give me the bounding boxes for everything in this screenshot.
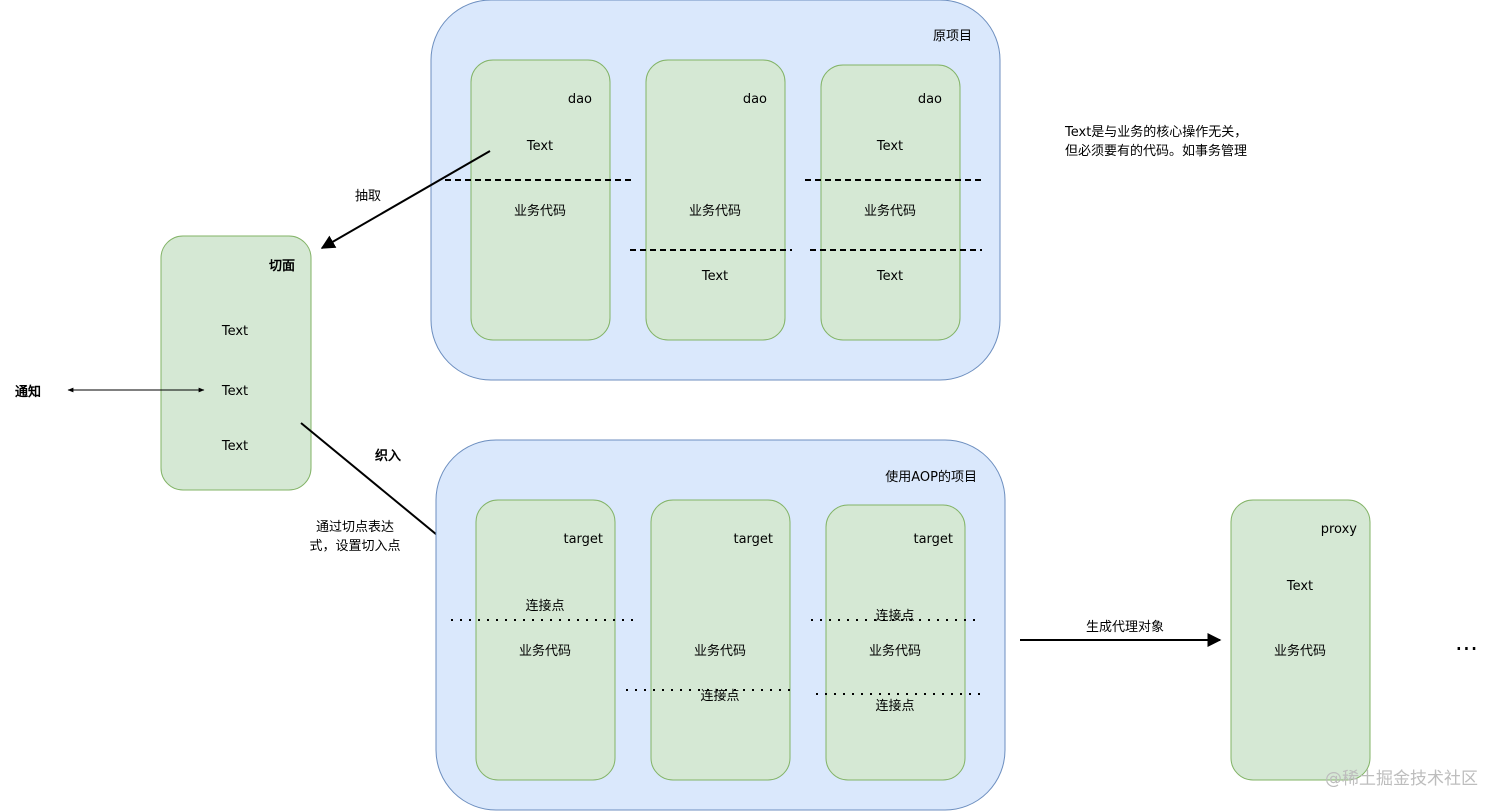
aspect-item-3: Text bbox=[221, 439, 248, 454]
original-module-3-text: Text bbox=[876, 139, 903, 154]
original-module-3: dao Text 业务代码 Text bbox=[820, 64, 961, 341]
original-module-1-label: dao bbox=[568, 92, 592, 107]
aop-module-1: target 连接点 业务代码 bbox=[475, 499, 616, 781]
original-module-2-text: Text bbox=[701, 269, 728, 284]
aop-project-title: 使用AOP的项目 bbox=[885, 469, 977, 485]
aop-module-2-box bbox=[650, 499, 791, 781]
aop-module-2-label: target bbox=[733, 532, 773, 547]
proxy-text: Text bbox=[1286, 579, 1313, 594]
original-project-group: 原项目 dao Text 业务代码 dao 业务代码 Text dao Text… bbox=[430, 0, 1001, 381]
original-module-2-label: dao bbox=[743, 92, 767, 107]
extract-label: 抽取 bbox=[355, 189, 381, 204]
extract-arrow bbox=[320, 150, 491, 249]
aop-module-3-joinpoint: 连接点 bbox=[875, 608, 914, 624]
aop-module-2: target 业务代码 连接点 bbox=[650, 499, 791, 781]
original-module-1: dao Text 业务代码 bbox=[470, 59, 611, 341]
weave-label: 织入 bbox=[375, 448, 401, 464]
aspect-group: 切面 Text Text Text bbox=[160, 235, 312, 491]
original-module-1-text: Text bbox=[526, 139, 553, 154]
aop-module-1-code: 业务代码 bbox=[519, 643, 571, 659]
proxy-code: 业务代码 bbox=[1274, 643, 1326, 659]
original-module-3-box bbox=[820, 64, 961, 341]
aspect-item-2: Text bbox=[221, 384, 248, 399]
original-module-3-label: dao bbox=[918, 92, 942, 107]
aop-module-3-label: target bbox=[913, 532, 953, 547]
aop-module-3-box bbox=[825, 504, 966, 781]
aspect-item-1: Text bbox=[221, 324, 248, 339]
watermark: @稀土掘金技术社区 bbox=[1325, 769, 1478, 789]
note-line-1: Text是与业务的核心操作无关， bbox=[1064, 124, 1247, 140]
advice-label: 通知 bbox=[15, 384, 41, 400]
aop-module-1-joinpoint: 连接点 bbox=[525, 598, 564, 614]
aop-module-3: target 连接点 业务代码 连接点 bbox=[825, 504, 966, 781]
aop-module-2-joinpoint: 连接点 bbox=[700, 688, 739, 704]
original-project-title: 原项目 bbox=[933, 29, 972, 44]
pointcut-note-line-2: 式，设置切入点 bbox=[309, 539, 400, 554]
aop-project-group: 使用AOP的项目 target 连接点 业务代码 target 业务代码 连接点… bbox=[435, 439, 1006, 811]
original-module-3-code: 业务代码 bbox=[864, 203, 916, 219]
original-module-1-box bbox=[470, 59, 611, 341]
original-module-2: dao 业务代码 Text bbox=[645, 59, 786, 341]
aop-module-3-code: 业务代码 bbox=[869, 643, 921, 659]
original-module-2-box bbox=[645, 59, 786, 341]
aop-module-2-code: 业务代码 bbox=[694, 643, 746, 659]
aop-module-1-box bbox=[475, 499, 616, 781]
generate-label: 生成代理对象 bbox=[1086, 620, 1164, 635]
aspect-title: 切面 bbox=[269, 259, 295, 274]
aspect-box bbox=[160, 235, 312, 491]
original-module-2-code: 业务代码 bbox=[689, 203, 741, 219]
original-module-3-text2: Text bbox=[876, 269, 903, 284]
aop-module-3-joinpoint2: 连接点 bbox=[875, 698, 914, 714]
aop-module-1-label: target bbox=[563, 532, 603, 547]
proxy-group: proxy Text 业务代码 bbox=[1230, 499, 1371, 781]
pointcut-note-line-1: 通过切点表达 bbox=[316, 520, 394, 535]
proxy-label: proxy bbox=[1321, 522, 1358, 537]
original-module-1-code: 业务代码 bbox=[514, 203, 566, 219]
proxy-box bbox=[1230, 499, 1371, 781]
ellipsis: ... bbox=[1455, 628, 1478, 656]
note-line-2: 但必须要有的代码。如事务管理 bbox=[1065, 143, 1247, 159]
